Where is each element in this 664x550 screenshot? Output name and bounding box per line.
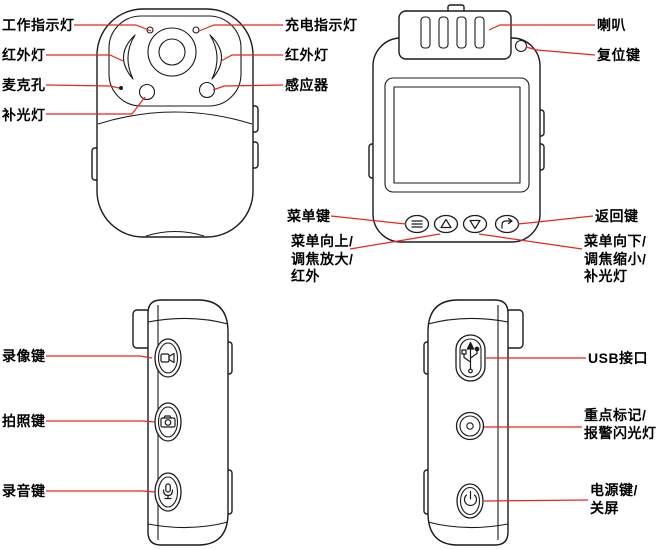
label-fill-light: 补光灯 <box>2 107 46 123</box>
fill-light-shape <box>138 83 156 101</box>
label-record-video-key: 录像键 <box>2 348 46 364</box>
label-power-key: 电源键/ 关屏 <box>590 482 638 516</box>
label-reset-key: 复位键 <box>597 47 641 63</box>
menu-icon <box>411 220 423 228</box>
callout-work-indicator <box>74 24 152 32</box>
clip-mount <box>398 10 512 60</box>
callout-photo <box>46 420 156 423</box>
speaker-grille <box>474 16 485 49</box>
label-ir-light-left: 红外灯 <box>2 47 46 63</box>
callout-menu-key <box>330 215 407 225</box>
speaker-grille <box>438 16 449 49</box>
bottom-seam <box>147 521 229 529</box>
ir-light-left-shape <box>122 34 136 80</box>
label-work-indicator: 工作指示灯 <box>2 17 75 33</box>
label-menu-key: 菜单键 <box>287 208 331 224</box>
callout-record-audio <box>46 490 156 493</box>
front-body <box>96 8 254 238</box>
callout-charge-indicator <box>198 24 283 32</box>
reset-button-shape <box>514 39 528 53</box>
mic-icon <box>162 483 174 500</box>
speaker-grille <box>456 16 467 49</box>
callout-reset <box>525 46 596 56</box>
callout-ir-right <box>220 54 283 62</box>
callout-ir-left <box>46 54 124 62</box>
label-speaker: 喇叭 <box>597 17 626 33</box>
label-record-audio-key: 录音键 <box>2 483 46 499</box>
label-menu-up: 菜单向上/ 调焦放大/ 红外 <box>291 233 354 284</box>
back-view <box>368 4 545 243</box>
top-seam <box>147 317 229 325</box>
up-arrow-icon <box>440 218 452 229</box>
power-button <box>456 483 484 519</box>
bottom-seam <box>145 230 205 237</box>
screen-bezel <box>384 77 530 193</box>
callout-lines <box>45 24 596 502</box>
photo-camera-icon <box>160 415 176 428</box>
callout-power <box>483 499 589 502</box>
menu-up-button <box>433 214 459 234</box>
top-seam <box>427 317 509 325</box>
speaker-grille <box>420 16 431 49</box>
back-button <box>494 214 520 234</box>
mark-button-dot <box>466 422 474 430</box>
callout-sensor <box>212 84 284 91</box>
screen <box>393 86 521 184</box>
label-back-key: 返回键 <box>595 208 639 224</box>
return-arrow-icon <box>501 217 513 229</box>
label-usb-port: USB接口 <box>588 350 649 366</box>
label-photo-key: 拍照键 <box>2 413 46 429</box>
mic-hole-shape <box>119 86 123 90</box>
callout-speaker <box>488 24 595 31</box>
ir-light-right-shape <box>209 34 223 80</box>
panel-divider <box>97 111 253 125</box>
down-arrow-icon <box>469 219 481 230</box>
label-mark-key: 重点标记/ 报警闪光灯 <box>584 407 657 441</box>
record-video-button <box>154 338 182 378</box>
callout-back-key <box>517 215 594 225</box>
back-body <box>372 37 541 243</box>
bottom-seam <box>427 521 509 529</box>
power-icon <box>463 490 478 506</box>
charge-indicator-led <box>192 26 200 34</box>
video-camera-icon <box>160 352 175 364</box>
front-view <box>91 8 259 238</box>
right-side-view <box>423 299 524 546</box>
front-panel <box>108 15 242 107</box>
camera-lens-inner <box>158 38 186 66</box>
callout-mic-hole <box>45 84 120 89</box>
left-side-view <box>132 299 233 546</box>
menu-down-button <box>462 214 488 234</box>
callout-menu-down <box>478 233 583 250</box>
camera-lens-icon <box>147 27 197 77</box>
label-sensor: 感应器 <box>285 77 329 93</box>
label-charge-indicator: 充电指示灯 <box>285 17 358 33</box>
callout-menu-up <box>349 233 441 250</box>
callout-record-video <box>46 355 153 359</box>
usb-icon <box>461 341 480 374</box>
label-mic-hole: 麦克孔 <box>2 77 46 93</box>
label-menu-down: 菜单向下/ 调焦缩小/ 补光灯 <box>584 233 647 284</box>
callout-fill-light <box>46 96 146 115</box>
label-ir-light-right: 红外灯 <box>285 47 329 63</box>
